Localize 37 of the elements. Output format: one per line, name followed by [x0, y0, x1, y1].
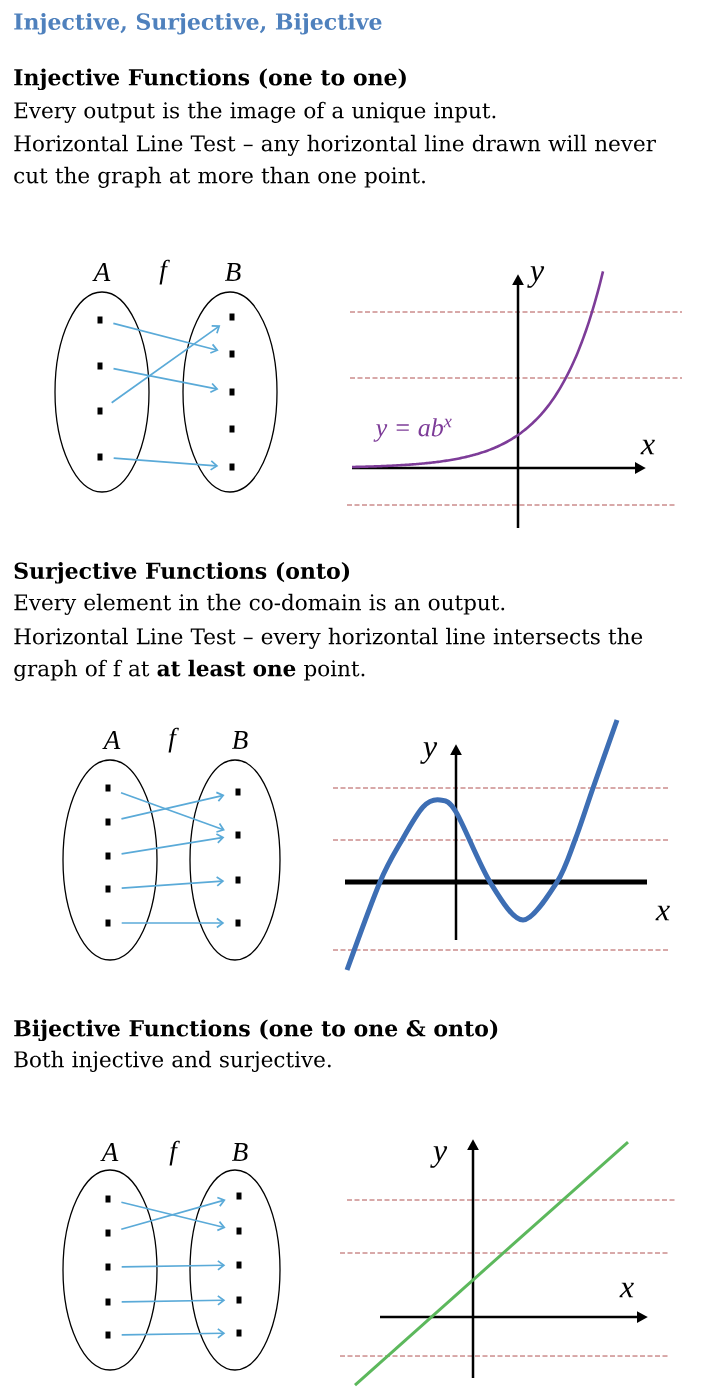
- title: Injective, Surjective, Bijective: [14, 12, 382, 35]
- axis-label: x: [655, 905, 670, 921]
- mapping-arrow: [110, 325, 221, 404]
- mapping-arrow: [120, 917, 225, 929]
- set-label: A: [102, 731, 121, 749]
- section-heading: Bijective Functions (one to one & onto): [14, 1019, 498, 1042]
- mapping-arrow: [112, 367, 219, 394]
- set-label: A: [100, 1143, 119, 1161]
- mapping-arrow: [120, 1328, 226, 1339]
- section-heading: Surjective Functions (onto): [14, 562, 350, 584]
- set-label: B: [232, 731, 248, 749]
- section-heading: Injective Functions (one to one): [14, 68, 406, 91]
- mapping-arrow: [120, 1295, 226, 1306]
- mapping-arrow: [120, 791, 225, 833]
- axis-label: x: [619, 1282, 634, 1298]
- axis-label: y: [420, 742, 438, 764]
- mapping-arrow: [120, 833, 225, 855]
- description-text: Horizontal Line Test – every horizontal line intersects the graph of f at at least one point.: [14, 627, 643, 681]
- axis-label: x: [640, 439, 655, 455]
- set-label: B: [225, 263, 241, 281]
- description-text: Every element in the co-domain is an output.: [14, 593, 505, 615]
- description-text: Both injective and surjective.: [14, 1050, 331, 1072]
- mapping-arrow: [120, 1260, 226, 1271]
- function-label: f: [168, 727, 179, 753]
- set-label: B: [232, 1143, 248, 1161]
- mapping-arrow: [120, 791, 225, 820]
- function-label: f: [169, 1140, 180, 1166]
- description-text: Horizontal Line Test – any horizontal line drawn will never cut the graph at more than one point.: [14, 134, 656, 188]
- equation-label: y = ab$^{x}$: [373, 418, 452, 442]
- description-text: Every output is the image of a unique input.: [14, 101, 496, 123]
- axis-label: y: [527, 266, 545, 288]
- axis-label: y: [430, 1146, 448, 1168]
- set-label: A: [92, 263, 111, 281]
- mapping-arrow: [112, 322, 219, 354]
- mapping-arrow: [112, 457, 219, 471]
- mapping-arrow: [120, 876, 225, 889]
- function-label: f: [159, 259, 170, 285]
